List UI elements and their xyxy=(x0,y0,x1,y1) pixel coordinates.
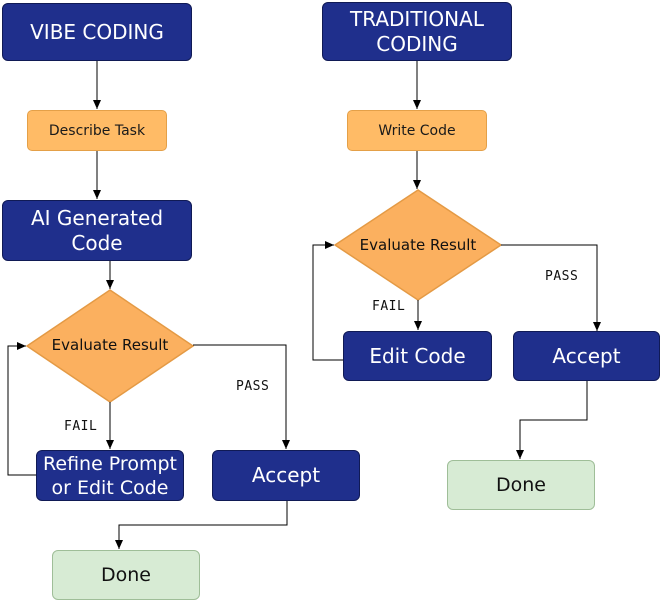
arrow-edit-loop xyxy=(312,241,343,361)
arrow-trad-accept-to-done xyxy=(516,381,588,459)
ai-generated-code-box: AI Generated Code xyxy=(2,200,192,261)
ai-generated-code-text: AI Generated Code xyxy=(31,206,163,256)
vibe-accept-box: Accept xyxy=(212,450,360,501)
vibe-accept-text: Accept xyxy=(251,463,321,487)
edit-code-box: Edit Code xyxy=(343,331,492,381)
refine-prompt-line2: or Edit Code xyxy=(51,476,169,499)
ai-generated-line1: AI Generated xyxy=(30,205,164,230)
traditional-coding-title: TRADITIONAL CODING xyxy=(322,2,512,61)
describe-task-text: Describe Task xyxy=(48,122,146,139)
traditional-title-line2: CODING xyxy=(376,31,458,56)
vibe-coding-title: VIBE CODING xyxy=(2,3,192,61)
vibe-evaluate-label: Evaluate Result xyxy=(51,336,169,354)
traditional-coding-title-text: TRADITIONAL CODING xyxy=(350,7,484,57)
edit-code-text: Edit Code xyxy=(369,343,466,368)
write-code-box: Write Code xyxy=(347,110,487,151)
vibe-pass-label: PASS xyxy=(236,379,270,394)
traditional-evaluate-label: Evaluate Result xyxy=(359,236,477,254)
refine-prompt-box: Refine Prompt or Edit Code xyxy=(36,450,184,501)
traditional-title-line1: TRADITIONAL xyxy=(350,6,484,31)
write-code-text: Write Code xyxy=(378,122,456,139)
vibe-fail-label: FAIL xyxy=(64,419,98,434)
vibe-done-box: Done xyxy=(52,550,200,600)
arrow-vibe-pass xyxy=(193,344,290,449)
arrow-refine-loop xyxy=(7,342,36,476)
traditional-accept-text: Accept xyxy=(552,343,621,368)
traditional-pass-label: PASS xyxy=(545,269,579,284)
vibe-coding-title-text: VIBE CODING xyxy=(30,19,164,44)
traditional-fail-label: FAIL xyxy=(372,299,406,314)
describe-task-box: Describe Task xyxy=(27,110,167,151)
arrow-vibe-accept-to-done xyxy=(115,501,288,549)
refine-prompt-line1: Refine Prompt xyxy=(43,452,177,475)
vibe-done-text: Done xyxy=(101,564,151,586)
arrow-trad-pass xyxy=(501,244,601,331)
refine-prompt-text: Refine Prompt or Edit Code xyxy=(43,452,177,500)
traditional-done-box: Done xyxy=(447,460,595,510)
traditional-done-text: Done xyxy=(496,474,546,496)
traditional-accept-box: Accept xyxy=(513,331,660,381)
ai-generated-line2: Code xyxy=(71,230,123,255)
